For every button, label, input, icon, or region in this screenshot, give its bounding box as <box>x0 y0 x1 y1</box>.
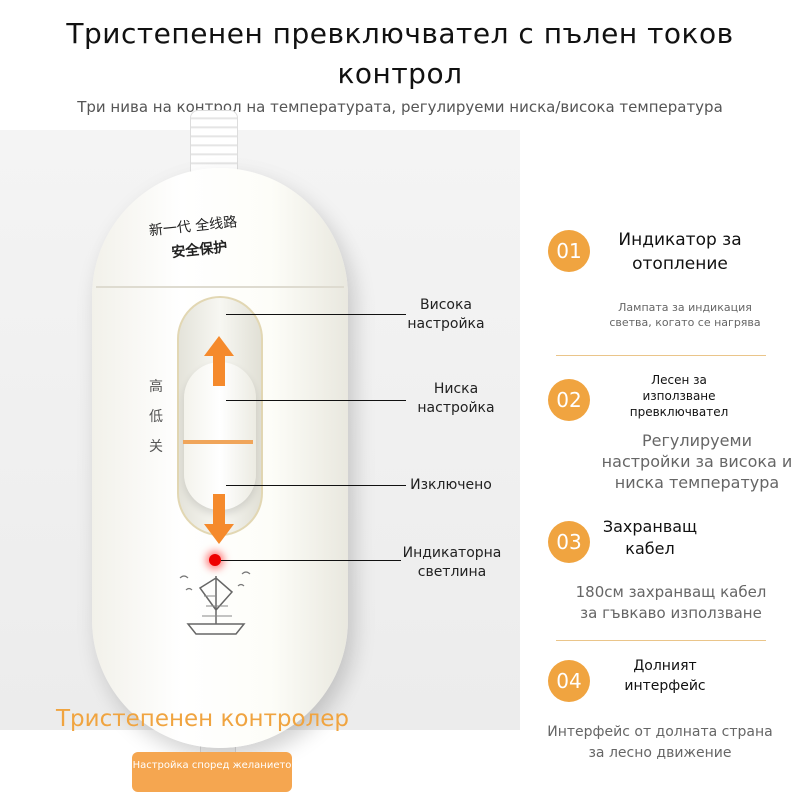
feature-title-3: Захранващ кабел <box>602 517 698 558</box>
page-subtitle: Три нива на контрол на температурата, ре… <box>77 98 723 116</box>
callout-low: Ниска настройка <box>417 381 495 416</box>
side-label-off: 关 <box>149 439 163 455</box>
custom-setting-button[interactable]: Настройка според желанието <box>132 752 292 792</box>
arrow-down-icon <box>204 494 234 544</box>
callout-high: Висока настройка <box>407 297 485 332</box>
feature-number-3: 03 <box>548 521 590 563</box>
controller-cap-seam <box>96 286 344 288</box>
callout-line-indicator <box>221 560 401 561</box>
feature-title-2: Лесен за използване превключвател <box>629 373 729 419</box>
arrow-up-icon <box>204 336 234 386</box>
feature-desc-3: 180см захранващ кабел за гъвкаво използв… <box>575 583 767 622</box>
side-label-high: 高 <box>149 379 163 395</box>
side-label-low: 低 <box>149 409 163 425</box>
feature-divider-1 <box>556 355 766 356</box>
feature-number-2: 02 <box>548 379 590 421</box>
feature-title-1: Индикатор за отопление <box>618 230 742 274</box>
switch-knob-line <box>183 440 253 444</box>
callout-off: Изключено <box>410 477 492 493</box>
indicator-led <box>209 554 221 566</box>
feature-desc-2: Регулируеми настройки за висока и ниска … <box>601 431 793 492</box>
page-title: Тристепенен превключвател с пълен токов … <box>66 17 734 90</box>
feature-number-1: 01 <box>548 230 590 272</box>
callout-line-off <box>226 485 406 486</box>
controller-title: Тристепенен контролер <box>56 706 350 732</box>
feature-divider-3 <box>556 640 766 641</box>
feature-desc-4: Интерфейс от долната страна за лесно дви… <box>547 724 773 761</box>
callout-line-high <box>226 314 406 315</box>
switch-side-label: 高 低 关 <box>146 372 166 462</box>
feature-title-4: Долният интерфейс <box>624 658 706 694</box>
callout-indicator: Индикаторна светлина <box>402 545 502 580</box>
callout-line-low <box>226 400 406 401</box>
ship-logo-icon <box>179 571 251 635</box>
feature-desc-1: Лампата за индикация светва, когато се н… <box>609 301 761 329</box>
feature-number-4: 04 <box>548 660 590 702</box>
